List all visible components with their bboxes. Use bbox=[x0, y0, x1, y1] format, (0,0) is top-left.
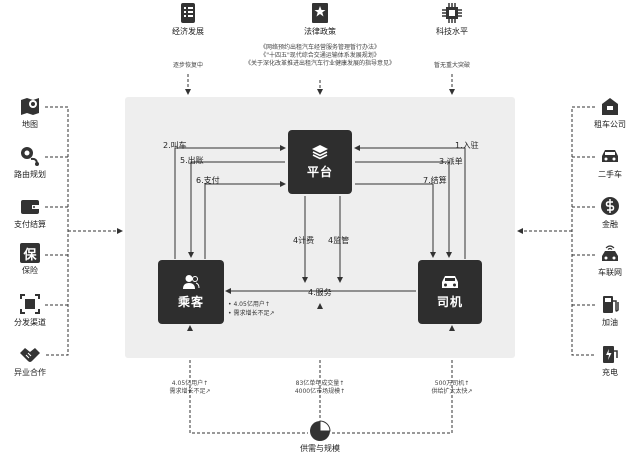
edge-settle bbox=[355, 183, 436, 258]
driver-label: 司机 bbox=[436, 295, 463, 309]
edge-label-pay: 6.支付 bbox=[196, 176, 220, 185]
left-item-distribution: 分发渠道 bbox=[0, 293, 60, 328]
passenger-label: 乘客 bbox=[177, 295, 204, 309]
passenger-bullets: • 4.05亿用户↑ • 需求增长不足↗ bbox=[228, 301, 275, 317]
policy-doc: 《关于深化改革推进出租汽车行业健康发展的指导意见》 bbox=[244, 60, 395, 67]
edge-call bbox=[174, 145, 286, 259]
edge-label-settle: 7.结算 bbox=[423, 176, 447, 185]
driver-node: 司机 bbox=[418, 260, 482, 324]
economy-label: 经济发展 bbox=[172, 27, 204, 36]
edge-label-service: 4.服务 bbox=[308, 288, 332, 297]
platform-node: 平台 bbox=[288, 130, 352, 194]
bottom-right-note: 500万司机↑ 供给扩大太快↗ bbox=[412, 380, 492, 396]
note-line: 需求增长不足↗ bbox=[169, 388, 211, 395]
platform-label: 平台 bbox=[306, 165, 333, 179]
building-icon bbox=[602, 98, 618, 115]
note-line: 500万司机↑ bbox=[434, 380, 470, 387]
right-item-label: 充电 bbox=[602, 368, 618, 377]
left-item-map: 地图 bbox=[0, 95, 60, 130]
right-item-label: 车联网 bbox=[598, 268, 622, 277]
edge-depart bbox=[188, 161, 285, 258]
top-economy: 经济发展 bbox=[148, 2, 228, 37]
right-item-finance: 金融 bbox=[580, 195, 640, 230]
right-item-label: 租车公司 bbox=[594, 120, 626, 129]
left-item-payment: 支付结算 bbox=[0, 195, 60, 230]
policy-label: 法律政策 bbox=[304, 27, 336, 36]
edge-label-depart: 5.出账 bbox=[180, 156, 204, 165]
left-item-label: 地图 bbox=[22, 120, 38, 129]
fuel-icon bbox=[603, 296, 619, 313]
left-item-label: 分发渠道 bbox=[14, 318, 46, 327]
chip-icon bbox=[442, 3, 462, 23]
edge-label-call: 2.叫车 bbox=[163, 141, 187, 150]
edge-label-join: 1.入驻 bbox=[455, 141, 479, 150]
edge-bottom-right bbox=[332, 360, 453, 434]
used-car-icon bbox=[602, 150, 618, 162]
right-item-label: 金融 bbox=[602, 220, 618, 229]
right-item-iov: 车联网 bbox=[580, 243, 640, 278]
left-item-label: 保险 bbox=[22, 266, 38, 275]
handshake-icon bbox=[20, 348, 40, 362]
pie-chart-icon bbox=[310, 420, 331, 441]
right-item-label: 加油 bbox=[602, 318, 618, 327]
users-icon bbox=[183, 275, 200, 289]
bottom-label: 供需与规模 bbox=[300, 444, 340, 453]
right-item-rental: 租车公司 bbox=[580, 95, 640, 130]
edge-bottom-left bbox=[189, 360, 308, 434]
bottom-center-note: 83亿单年成交量↑ 4000亿市场规模↑ bbox=[280, 380, 360, 396]
bullet-text: 4.05亿用户↑ bbox=[233, 301, 270, 308]
right-item-fuel: 加油 bbox=[580, 293, 640, 328]
car-icon bbox=[442, 276, 458, 288]
map-pin-icon bbox=[21, 98, 39, 115]
edge-label-billing: 4计费 bbox=[293, 236, 315, 245]
tech-note: 暂无重大突破 bbox=[433, 62, 470, 69]
right-item-used-car: 二手车 bbox=[580, 145, 640, 180]
wallet-icon bbox=[21, 200, 39, 214]
route-icon bbox=[21, 147, 39, 166]
left-item-label: 支付结算 bbox=[14, 220, 46, 229]
edge-label-dispatch: 3.派单 bbox=[439, 157, 463, 166]
policy-doc: 《"十四五"现代综合交通运输体系发展规划》 bbox=[260, 52, 380, 59]
top-policy: 法律政策 bbox=[280, 2, 360, 37]
layers-icon bbox=[312, 145, 328, 160]
left-item-label: 路由规划 bbox=[14, 170, 46, 179]
left-item-insurance: 保 保险 bbox=[0, 243, 60, 276]
finance-icon bbox=[601, 197, 619, 215]
edge-join bbox=[354, 145, 466, 259]
left-item-partnership: 异业合作 bbox=[0, 343, 60, 378]
right-item-label: 二手车 bbox=[598, 170, 622, 179]
left-item-route: 路由规划 bbox=[0, 145, 60, 180]
edge-label-supervise: 4监管 bbox=[328, 236, 350, 245]
note-line: 4.05亿用户↑ bbox=[171, 380, 209, 387]
economy-icon bbox=[181, 3, 195, 23]
economy-note: 逐步恢复中 bbox=[172, 62, 203, 69]
note-line: 供给扩大太快↗ bbox=[431, 388, 473, 395]
bottom-left-note: 4.05亿用户↑ 需求增长不足↗ bbox=[150, 380, 230, 396]
top-tech: 科技水平 bbox=[412, 2, 492, 37]
policy-docs: 《网络预约出租汽车经营服务管理暂行办法》 《"十四五"现代综合交通运输体系发展规… bbox=[220, 44, 420, 68]
bullet-text: 需求增长不足↗ bbox=[233, 310, 275, 317]
tech-label: 科技水平 bbox=[436, 27, 468, 36]
policy-doc: 《网络预约出租汽车经营服务管理暂行办法》 bbox=[259, 44, 380, 51]
connected-car-icon bbox=[602, 245, 618, 261]
note-line: 4000亿市场规模↑ bbox=[294, 388, 346, 395]
insurance-icon: 保 bbox=[20, 243, 40, 263]
distribution-icon bbox=[20, 294, 40, 314]
passenger-node: 乘客 bbox=[158, 260, 224, 324]
policy-icon bbox=[312, 3, 328, 23]
right-item-charging: 充电 bbox=[580, 343, 640, 378]
note-line: 83亿单年成交量↑ bbox=[295, 380, 345, 387]
edge-dispatch bbox=[355, 161, 452, 258]
edge-pay bbox=[204, 181, 286, 259]
left-item-label: 异业合作 bbox=[14, 368, 46, 377]
charging-icon bbox=[603, 346, 618, 363]
